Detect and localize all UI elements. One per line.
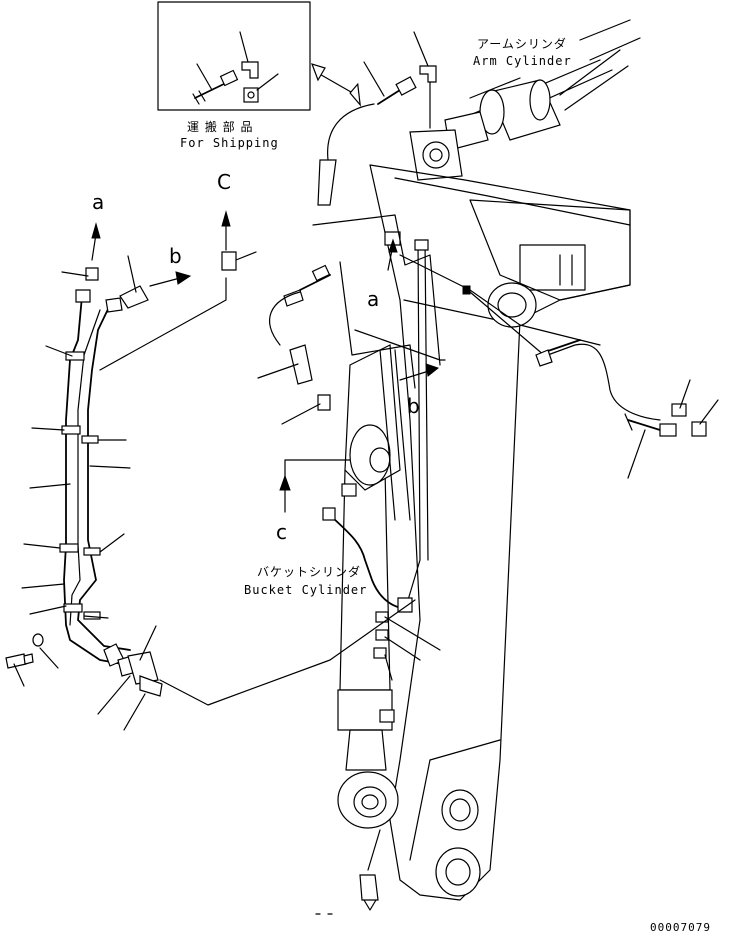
arrow-a-right [387, 238, 398, 271]
drawing-number: 00007079 [650, 921, 711, 934]
arm-cylinder-label-en: Arm Cylinder [473, 54, 572, 68]
arrow-b-right [399, 363, 440, 381]
shipping-label-en: For Shipping [180, 136, 279, 150]
connection-label-a-right: a [367, 287, 380, 311]
grease-fitting [315, 829, 381, 915]
arm-cylinder-fittings [317, 31, 437, 206]
shipping-parts-inset [157, 1, 311, 111]
right-hose [535, 339, 719, 479]
bucket-cylinder-label-en: Bucket Cylinder [244, 583, 368, 597]
bucket-cylinder-hose [322, 507, 441, 681]
shipping-label-jp: 運 搬 部 品 [187, 120, 254, 134]
double-arrow-icon [311, 63, 362, 107]
arrow-a-left [91, 222, 101, 261]
connection-label-c-right: c [276, 520, 287, 544]
arrow-b-left [149, 271, 192, 287]
arm-cylinder [444, 19, 641, 151]
bucket-cylinder [337, 344, 411, 829]
arm-cylinder-label-jp: アームシリンダ [477, 37, 567, 51]
connection-label-a-left: a [92, 190, 105, 214]
connection-label-b-right: b [407, 394, 420, 418]
bucket-cylinder-leader [159, 599, 416, 706]
left-piping-assembly [5, 251, 257, 731]
bucket-cylinder-label-jp: バケットシリンダ [257, 565, 362, 579]
arrow-c-left [221, 210, 231, 251]
connection-label-c-left: C [217, 170, 231, 194]
connection-label-b-left: b [169, 244, 182, 268]
arm-cylinder-leader [469, 77, 521, 99]
arm-structure [369, 129, 631, 901]
arrow-c-right [279, 459, 351, 513]
arm-side-fittings [257, 214, 661, 425]
